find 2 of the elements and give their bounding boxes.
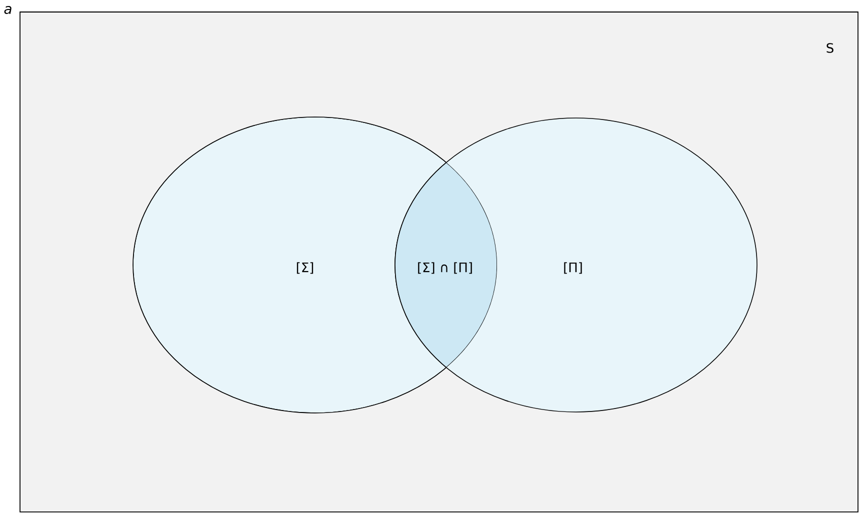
panel-letter: a — [4, 6, 12, 14]
intersection-label: [Σ] ∩ [Π] — [418, 262, 472, 274]
